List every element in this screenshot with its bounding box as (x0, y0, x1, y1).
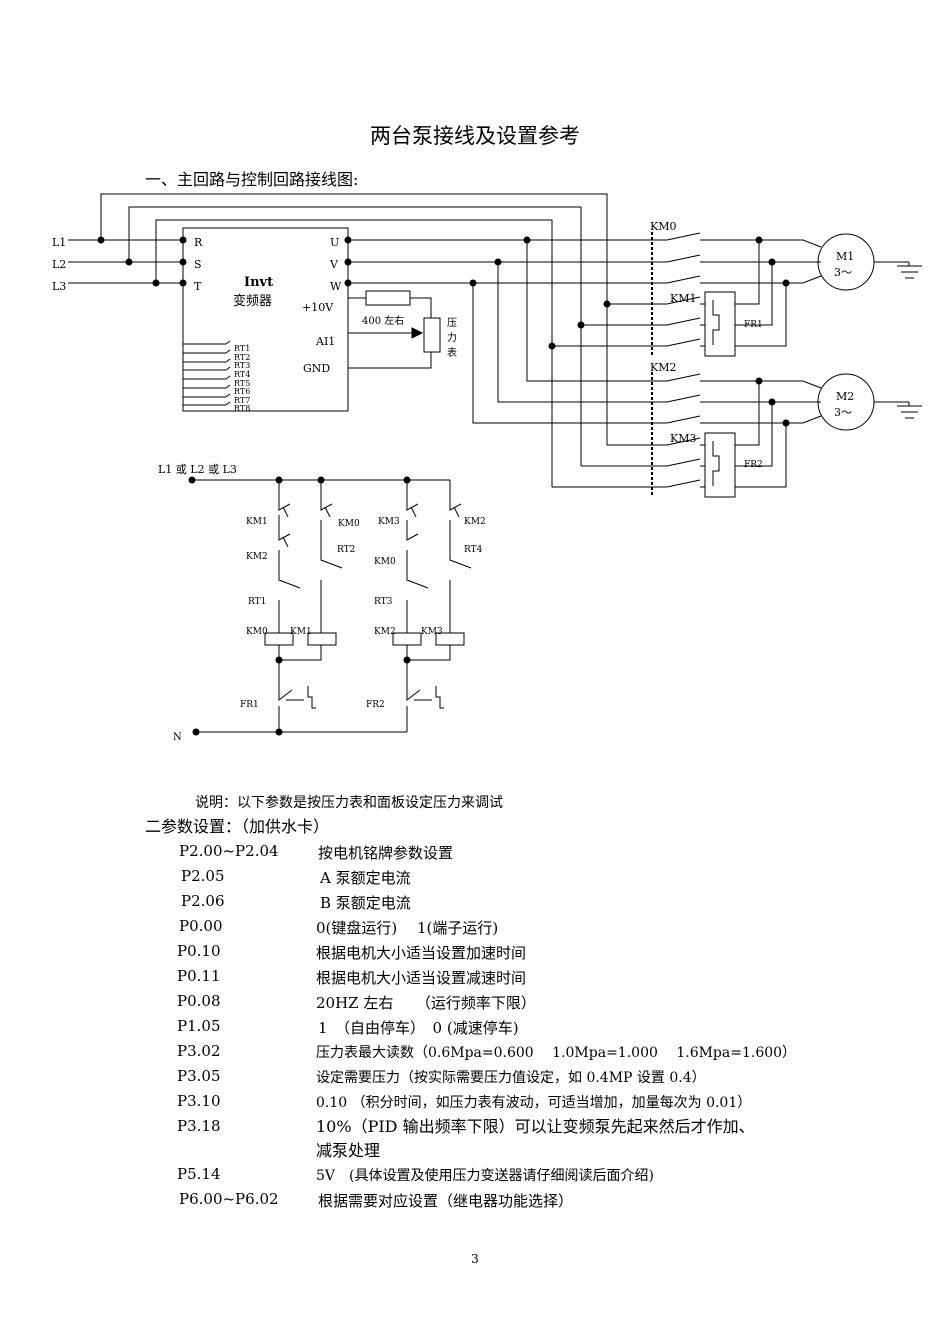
svg-text:3～: 3～ (834, 406, 852, 419)
label-L2: L2 (52, 258, 66, 271)
svg-text:力: 力 (447, 331, 457, 344)
param-code: P0.00 (179, 917, 223, 935)
svg-text:KM2: KM2 (374, 627, 396, 637)
param-desc: 设定需要压力（按实际需要压力值设定，如 0.4MP 设置 0.4） (316, 1070, 706, 1086)
svg-text:KM1: KM1 (670, 292, 696, 305)
param-code: P0.10 (177, 942, 221, 960)
svg-text:KM0: KM0 (374, 557, 396, 567)
svg-text:FR2: FR2 (744, 460, 763, 470)
svg-text:RT4: RT4 (234, 370, 250, 379)
param-desc: 按电机铭牌参数设置 (318, 844, 454, 862)
param-code: P3.10 (177, 1092, 221, 1110)
svg-text:RT1: RT1 (234, 344, 250, 353)
svg-text:RT3: RT3 (374, 597, 393, 607)
param-desc: 20HZ 左右 （运行频率下限） (316, 994, 536, 1012)
svg-text:R: R (194, 236, 203, 249)
svg-text:S: S (194, 258, 202, 271)
svg-text:RT3: RT3 (234, 361, 250, 370)
inverter-brand: Invt (244, 275, 273, 290)
param-desc-cont: 减泵处理 (316, 1141, 381, 1160)
label-L1: L1 (52, 236, 66, 249)
svg-text:RT2: RT2 (234, 353, 250, 362)
param-code: P0.11 (177, 967, 221, 985)
svg-text:KM3: KM3 (670, 432, 696, 445)
svg-text:FR1: FR1 (240, 700, 259, 710)
svg-text:RT2: RT2 (337, 545, 355, 555)
inverter-box (182, 227, 349, 412)
param-code: P1.05 (177, 1017, 221, 1035)
param-code: P0.08 (177, 992, 221, 1010)
svg-text:T: T (194, 280, 202, 293)
note-text: 说明：以下参数是按压力表和面板设定压力来调试 (195, 795, 503, 811)
svg-text:KM1: KM1 (246, 517, 268, 527)
svg-text:RT1: RT1 (248, 597, 266, 607)
overload-fr2 (704, 432, 736, 498)
param-desc: 10%（PID 输出频率下限）可以让变频泵先起来然后才作加、 (316, 1117, 755, 1136)
svg-text:V: V (329, 258, 339, 271)
section1-heading: 一、主回路与控制回路接线图: (145, 170, 359, 189)
svg-text:RT6: RT6 (234, 387, 250, 396)
param-desc: 0.10 （积分时间，如压力表有波动，可适当增加，加量每次为 0.01） (316, 1095, 752, 1111)
contactor-km2 (638, 372, 701, 497)
param-desc: 根据电机大小适当设置减速时间 (316, 969, 527, 987)
param-desc: 0(键盘运行) 1(端子运行) (316, 919, 499, 937)
svg-text:RT5: RT5 (234, 379, 250, 388)
param-code: P5.14 (177, 1165, 221, 1183)
param-code: P2.05 (181, 867, 225, 885)
svg-text:KM3: KM3 (421, 627, 443, 637)
svg-text:M2: M2 (836, 390, 854, 403)
svg-text:KM0: KM0 (338, 519, 360, 529)
svg-text:KM1: KM1 (290, 627, 312, 637)
svg-text:RT4: RT4 (464, 545, 483, 555)
control-supply-label: L1 或 L2 或 L3 (158, 463, 237, 476)
svg-text:KM2: KM2 (650, 361, 676, 374)
svg-text:压: 压 (447, 317, 457, 329)
pressure-gauge (423, 317, 441, 353)
param-desc: 5V (具体设置及使用压力变送器请仔细阅读后面介绍) (316, 1168, 654, 1184)
param-code: P6.00~P6.02 (179, 1190, 279, 1208)
label-L3: L3 (52, 280, 66, 293)
param-desc: A 泵额定电流 (320, 869, 411, 887)
svg-text:KM3: KM3 (378, 517, 400, 527)
param-desc: 压力表最大读数（0.6Mpa=0.600 1.0Mpa=1.000 1.6Mpa… (316, 1045, 797, 1061)
inverter-name: 变频器 (233, 293, 272, 309)
param-code: P3.02 (177, 1042, 221, 1060)
svg-text:GND: GND (303, 362, 330, 375)
param-desc: 根据需要对应设置（继电器功能选择） (318, 1192, 574, 1210)
param-desc: B 泵额定电流 (320, 894, 411, 912)
overload-fr1 (704, 291, 736, 357)
svg-text:U: U (330, 236, 339, 249)
svg-text:AI1: AI1 (315, 335, 335, 348)
svg-text:RT8: RT8 (234, 404, 250, 413)
section2-heading: 二参数设置：（加供水卡） (145, 817, 330, 836)
page-number: 3 (471, 1252, 479, 1266)
relay-terminals (183, 340, 231, 406)
svg-text:FR1: FR1 (744, 320, 763, 330)
svg-text:400 左右: 400 左右 (362, 314, 404, 327)
svg-text:W: W (330, 280, 342, 293)
svg-text:表: 表 (447, 346, 457, 359)
svg-text:3～: 3～ (834, 266, 852, 279)
param-desc: 1 （自由停车） 0 (减速停车) (318, 1019, 519, 1037)
svg-text:M1: M1 (836, 250, 854, 263)
svg-text:KM0: KM0 (246, 627, 268, 637)
svg-text:RT7: RT7 (234, 396, 250, 405)
neutral-label: N (173, 732, 182, 743)
svg-text:KM0: KM0 (650, 220, 676, 233)
param-code: P2.00~P2.04 (179, 842, 279, 860)
svg-text:KM2: KM2 (246, 552, 268, 562)
param-code: P3.05 (177, 1067, 221, 1085)
param-desc: 根据电机大小适当设置加速时间 (316, 944, 527, 962)
page-title: 两台泵接线及设置参考 (370, 124, 580, 148)
param-code: P2.06 (181, 892, 225, 910)
param-code: P3.18 (177, 1117, 221, 1135)
svg-text:KM2: KM2 (464, 517, 486, 527)
svg-text:FR2: FR2 (366, 700, 385, 710)
contactor-km0 (638, 232, 701, 356)
svg-text:+10V: +10V (302, 301, 334, 314)
